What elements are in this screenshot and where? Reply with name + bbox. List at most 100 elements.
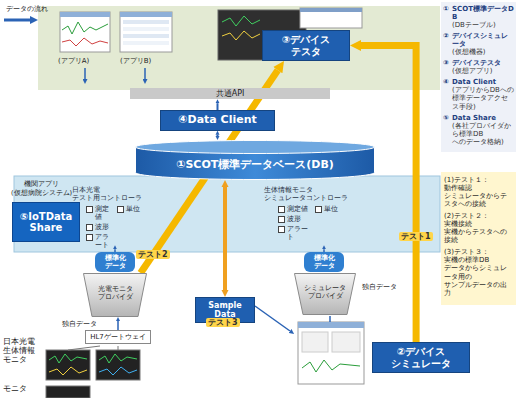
box-label: ②デバイス シミュレータ (376, 346, 466, 369)
text-label: 独自データ (62, 320, 97, 328)
text-label: (アプリA) (58, 57, 89, 65)
screen-panel (332, 332, 360, 352)
waveform (302, 360, 360, 372)
box-label: ③デバイス テスタ (266, 34, 346, 57)
connector-arrow (217, 135, 219, 136)
component-box: ⑤IoTData Share (12, 202, 80, 242)
sample-data-link (255, 306, 290, 331)
controller-title: 日本光電 テスト用コントローラ (72, 186, 148, 202)
table-row (123, 41, 169, 45)
screen-header (120, 12, 172, 17)
component-list-panel: ①SCOT標準データDB(DBテーブル)②デバイスシミュレータ(仮想機器)③デバ… (441, 2, 516, 152)
component-box: ④Data Client (160, 110, 275, 131)
box-label: 標準化 データ (306, 254, 342, 270)
list-note: (各社プロバイダから標準DB へのデータ格納) (452, 122, 514, 146)
connector-arrow (223, 187, 227, 290)
gateway-wire (118, 346, 119, 350)
list-number: ② (443, 32, 449, 40)
test-label: テスト2 (136, 250, 170, 259)
list-heading: Data Client (452, 78, 496, 86)
text-label: データの流れ (6, 5, 48, 13)
waveform (49, 354, 87, 363)
connector-arrow (117, 321, 119, 330)
app-link-arrow (144, 68, 146, 79)
checkbox-field: 単位 (315, 205, 347, 213)
test-list-panel: (1)テスト１：動作確認 シミュレータからテスタへの接続 (2)テスト２：実機接続… (441, 172, 516, 305)
checkbox-field: アラート (86, 233, 112, 249)
list-note: (仮想アプリ) (452, 67, 492, 75)
waveform (62, 38, 108, 46)
app-link-arrow (84, 68, 86, 79)
text-label: 独自データ (362, 283, 397, 291)
text-label: 機関アプリ (24, 181, 59, 188)
test-label: テスト3 (206, 318, 240, 327)
box-label: ①SCOT標準データベース(DB) (176, 159, 334, 172)
component-box: ③デバイス テスタ (262, 30, 350, 61)
screen-header (300, 8, 362, 12)
box-label: シミュレータ プロバイダ (301, 284, 349, 300)
test-description: (2)テスト２：実機接続 実機からテスタへの接続 (444, 212, 513, 244)
screen-header (60, 12, 110, 17)
screen-frame (298, 322, 364, 384)
controller-panel: 生体情報モニタ シミュレータコントローラ測定値単位波形アラート (262, 184, 354, 245)
list-note: (アプリからDBへの 標準データアクセス手段) (452, 86, 514, 110)
screen-frame (120, 12, 172, 52)
funnel-outline (84, 274, 147, 317)
checkbox-field: 波形 (86, 223, 112, 231)
waveform (222, 16, 260, 26)
screen-window (300, 8, 362, 28)
checkbox-field: アラート (278, 225, 310, 241)
standard-data-tag: 標準化 データ (304, 252, 344, 272)
app-b-screenshot (120, 12, 172, 52)
database-cylinder: ①SCOT標準データベース(DB) (135, 140, 375, 180)
checkbox-field: 波形 (278, 215, 310, 223)
gateway-box: HL7ゲートウェイ (85, 330, 151, 344)
list-number: ④ (443, 78, 449, 86)
list-heading: デバイステスタ (452, 59, 501, 67)
list-heading: SCOT標準データDB (452, 5, 514, 21)
box-label: 共通API (216, 89, 245, 98)
box-label: ⑤IoTData Share (16, 211, 76, 234)
text-label: (アプリB) (120, 57, 151, 65)
gateway-wire (68, 346, 100, 350)
data-flow-arrow (4, 19, 30, 22)
connector-arrow (361, 46, 416, 343)
cylinder-top (136, 141, 375, 154)
list-number: ① (443, 5, 449, 13)
text-label: (仮想病院システム) (11, 190, 72, 197)
test-description: (1)テスト１：動作確認 シミュレータからテスタへの接続 (444, 176, 513, 208)
box-label: Sample Data (199, 301, 251, 319)
list-note: (仮想機器) (452, 48, 485, 56)
standard-data-tag: 標準化 データ (95, 252, 135, 272)
component-box: ②デバイス シミュレータ (372, 342, 470, 373)
checkbox-field: 測定値 (278, 205, 310, 213)
bedside-monitors (46, 346, 140, 398)
app-a-screenshot (60, 12, 110, 52)
tester-screenshot (218, 8, 362, 60)
list-heading: デバイスシミュレータ (452, 32, 514, 48)
provider-funnel: シミュレータ プロバイダ (294, 273, 356, 315)
test-label: テスト1 (399, 232, 433, 241)
simulator-screenshot (298, 322, 364, 384)
funnel-outline (295, 274, 356, 315)
monitor-screen (96, 350, 140, 380)
box-label: HL7ゲートウェイ (90, 333, 146, 341)
waveform (222, 31, 260, 40)
screen-frame (60, 12, 110, 52)
test-description: (3)テスト３：実機の標準DB データからシミュレータ用の サンプルデータの出力 (444, 248, 513, 296)
monitor-screen (46, 386, 90, 398)
checkbox-field: 単位 (117, 205, 143, 213)
list-number: ③ (443, 59, 449, 67)
list-number: ⑤ (443, 114, 449, 122)
controller-title: 生体情報モニタ シミュレータコントローラ (264, 186, 352, 202)
text-label: モニタ (3, 384, 27, 393)
waveform (99, 354, 137, 363)
waveform (62, 22, 108, 34)
waveform (99, 367, 137, 375)
controller-panel: 日本光電 テスト用コントローラ測定値単位波形アラート (70, 184, 150, 253)
list-note: (DBテーブル) (452, 21, 496, 29)
table-row (123, 27, 169, 31)
box-label: ④Data Client (178, 114, 257, 127)
